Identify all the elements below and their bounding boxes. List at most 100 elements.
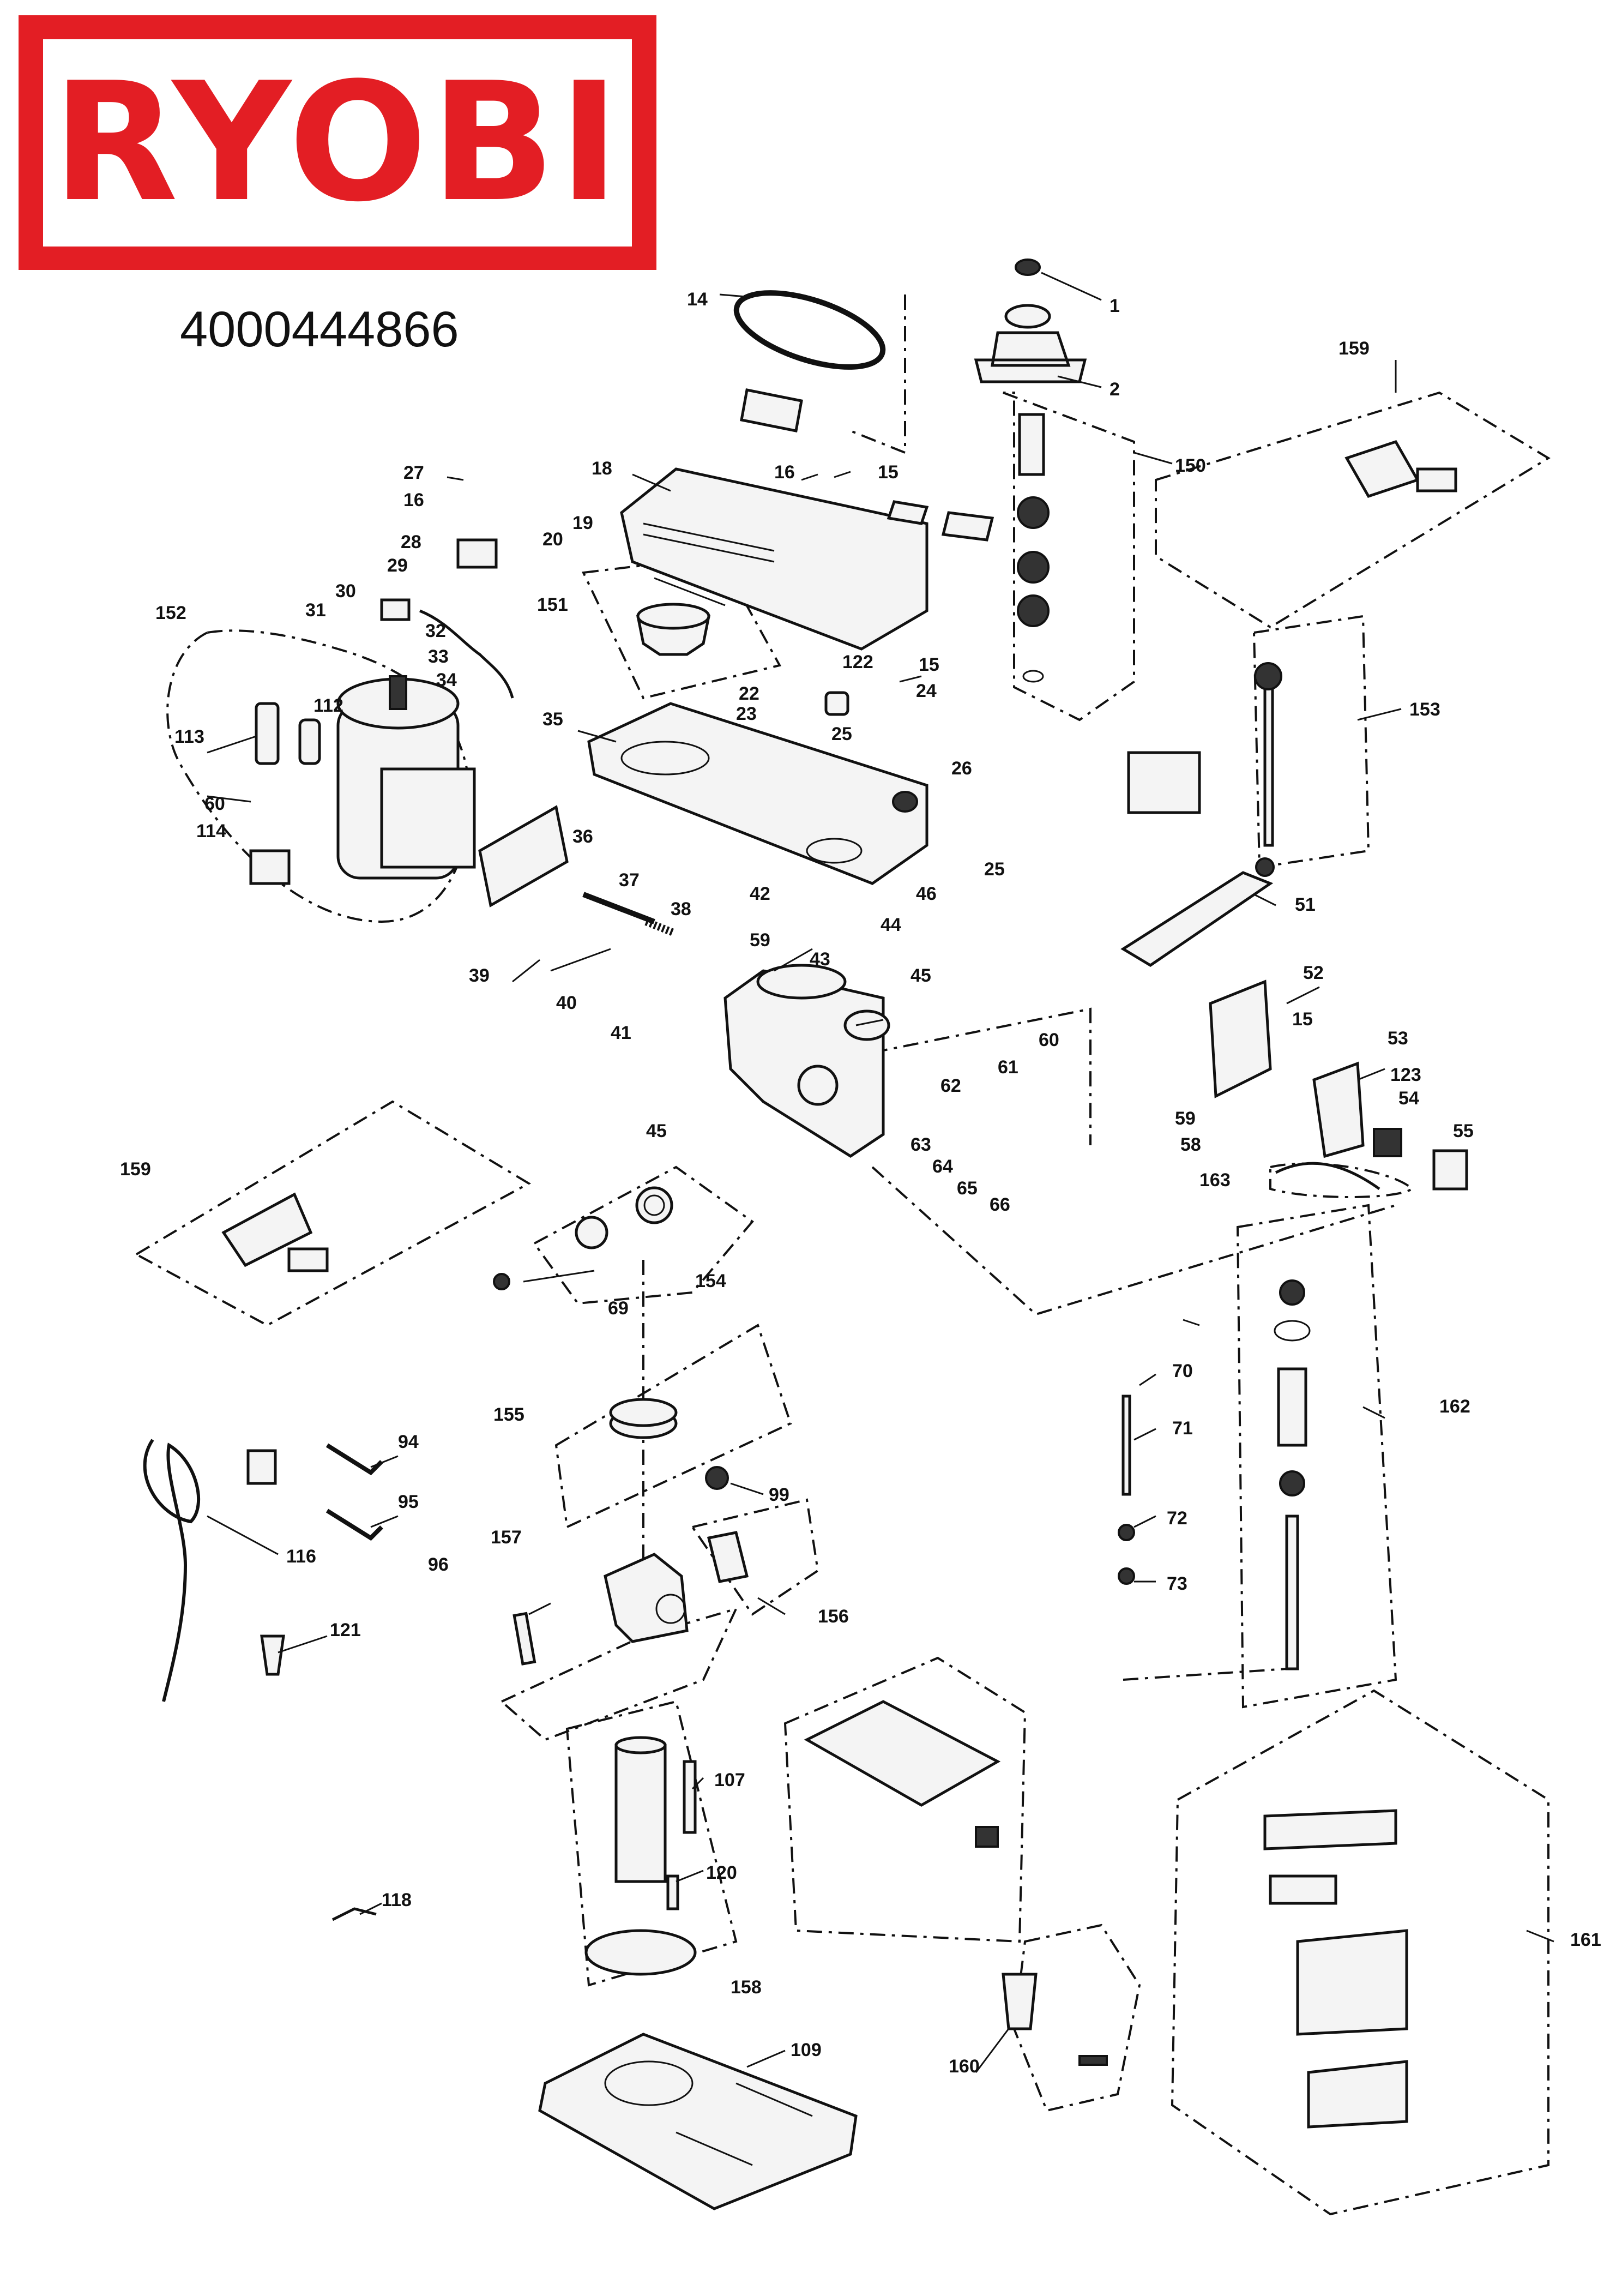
part-52-switch-housing — [1209, 979, 1272, 1098]
part-158-base-collar — [584, 1929, 697, 1976]
label-45-b: 45 — [646, 1121, 667, 1141]
label-112: 112 — [313, 695, 343, 716]
label-109: 109 — [791, 2040, 822, 2060]
part-53-switch-box — [1312, 1061, 1365, 1158]
part-150-bearing-3 — [1017, 594, 1050, 627]
label-159-top: 159 — [1338, 338, 1370, 359]
part-14-belt — [733, 290, 886, 370]
label-29: 29 — [387, 555, 408, 576]
label-16-b: 16 — [774, 462, 795, 483]
label-34: 34 — [436, 670, 457, 690]
part-154-spring-housing — [635, 1186, 673, 1224]
part-motor-label — [249, 849, 291, 885]
part-162-bearing-top — [1279, 1279, 1305, 1306]
part-153-knob — [1254, 662, 1282, 690]
label-60-a: 60 — [204, 794, 225, 814]
part-152-motor-plate — [380, 767, 476, 869]
part-157-table-arm — [604, 1553, 689, 1643]
part-shaft-label — [1127, 751, 1201, 814]
part-116-plug — [246, 1449, 277, 1485]
label-22: 22 — [739, 683, 759, 704]
part-107-rack — [683, 1760, 697, 1834]
label-157: 157 — [491, 1527, 522, 1548]
part-table — [804, 1700, 1001, 1807]
label-65: 65 — [957, 1178, 978, 1199]
part-159-switch-top — [1344, 440, 1420, 498]
label-38: 38 — [671, 899, 691, 919]
part-161-guard-clamp — [1263, 1809, 1397, 1850]
label-158: 158 — [731, 1977, 762, 1998]
label-39: 39 — [469, 965, 490, 986]
label-156: 156 — [818, 1606, 849, 1627]
part-150-bearing-2 — [1017, 551, 1050, 584]
part-162-quill — [1277, 1367, 1307, 1447]
part-112-capacitor — [298, 718, 321, 765]
label-160: 160 — [949, 2056, 980, 2077]
label-15-b: 15 — [919, 654, 939, 675]
callout-labels: 1 2 14 150 159 27 16 16 15 18 19 20 28 2… — [120, 289, 1601, 2077]
outline-162 — [1236, 1204, 1397, 1709]
part-number: 4000444866 — [180, 302, 459, 357]
label-63: 63 — [911, 1134, 931, 1155]
label-15-a: 15 — [878, 462, 899, 483]
part-43-side-hub — [797, 1065, 839, 1106]
part-73-nut — [1118, 1567, 1135, 1585]
label-72: 72 — [1167, 1508, 1187, 1529]
parts — [143, 259, 1468, 2210]
part-157-arm-bore — [655, 1594, 686, 1624]
label-55: 55 — [1453, 1121, 1474, 1141]
label-121: 121 — [330, 1620, 361, 1640]
part-162-spindle — [1285, 1514, 1299, 1670]
label-30: 30 — [335, 581, 356, 602]
part-116-power-cord — [143, 1439, 200, 1702]
outline-159-top — [1155, 391, 1551, 629]
part-99-gear — [705, 1466, 729, 1490]
part-159-label-top — [1416, 467, 1457, 492]
part-37-rod — [582, 892, 655, 924]
center-axis-1 — [850, 294, 906, 454]
label-33: 33 — [428, 646, 449, 667]
label-15-c: 15 — [1292, 1009, 1313, 1030]
part-18-cover-vents — [643, 522, 775, 563]
label-113: 113 — [174, 726, 204, 747]
outline-153 — [1252, 615, 1370, 869]
label-23: 23 — [736, 704, 757, 724]
center-axis-5 — [1123, 1668, 1287, 1681]
part-162-bearing-bottom — [1279, 1470, 1305, 1496]
label-46: 46 — [916, 883, 937, 904]
outline-158 — [565, 1700, 738, 1987]
label-162: 162 — [1439, 1396, 1470, 1417]
label-36: 36 — [572, 826, 593, 847]
warning-label-3 — [941, 511, 994, 542]
outline-159-left — [134, 1100, 532, 1327]
part-26-knob — [892, 791, 918, 813]
label-123: 123 — [1390, 1065, 1421, 1085]
outline-152 — [166, 629, 471, 923]
label-122: 122 — [842, 652, 873, 672]
part-2-pulley — [974, 331, 1087, 383]
label-20: 20 — [542, 529, 563, 550]
label-154: 154 — [695, 1271, 726, 1291]
part-35-housing-hole-2 — [806, 838, 863, 864]
part-150-spindle-sleeve — [1018, 413, 1045, 476]
part-154-hub — [575, 1216, 608, 1249]
label-66: 66 — [990, 1194, 1010, 1215]
label-58: 58 — [1180, 1134, 1201, 1155]
part-158-column — [614, 1744, 667, 1883]
label-60-b: 60 — [1039, 1030, 1059, 1050]
part-43-head-bore — [756, 964, 847, 1000]
warning-label-2 — [887, 500, 929, 525]
part-121-strain-relief — [260, 1634, 285, 1676]
label-43: 43 — [810, 949, 830, 970]
label-70: 70 — [1172, 1361, 1193, 1381]
label-26: 26 — [951, 758, 972, 779]
label-152: 152 — [155, 603, 186, 623]
part-109-base-hole — [604, 2060, 694, 2106]
label-59-b: 59 — [1175, 1108, 1196, 1129]
part-30-label — [380, 598, 411, 621]
part-36-motor-plate — [478, 805, 569, 907]
part-55-key — [1432, 1149, 1468, 1191]
label-163: 163 — [1199, 1170, 1231, 1191]
part-155-collar-rim — [609, 1398, 678, 1427]
label-24: 24 — [916, 681, 937, 701]
